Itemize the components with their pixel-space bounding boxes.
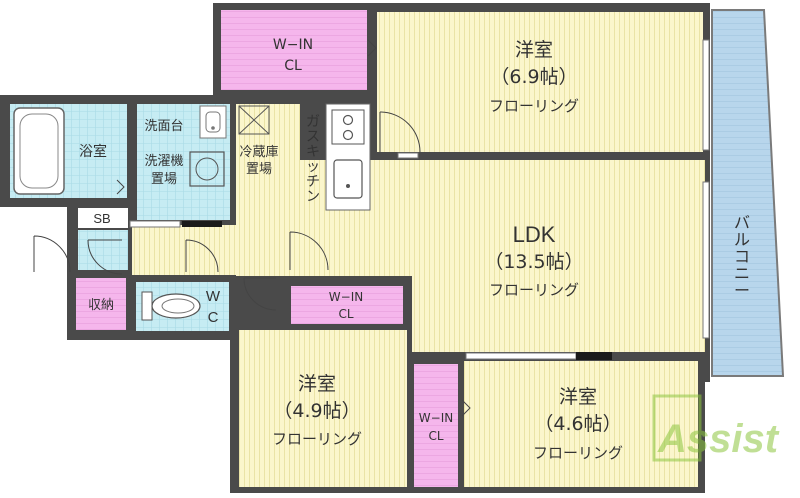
wc-line2: C xyxy=(208,309,219,326)
bedroom1-name: 洋室 xyxy=(515,39,553,61)
ldk-name: LDK xyxy=(513,222,556,247)
bedroom2-size: （4.9帖） xyxy=(273,400,360,422)
gas-kitchen-char: ッ xyxy=(306,159,320,175)
bedroom1-size: （6.9帖） xyxy=(490,66,577,88)
bedroom1-floor: フローリング xyxy=(489,97,579,115)
ldk-floor: フローリング xyxy=(489,281,579,299)
wic-top-line1: W−IN xyxy=(273,37,313,53)
balcony: バ ル コ ニ ー xyxy=(711,9,785,377)
wic-low-line1: W−IN xyxy=(419,411,453,425)
gas-kitchen-char: チ xyxy=(306,174,320,190)
sink-icon xyxy=(333,159,363,199)
washstand-label: 洗面台 xyxy=(144,119,183,134)
bedroom2-floor: フローリング xyxy=(272,430,362,448)
wic-mid-line1: W−IN xyxy=(329,290,363,304)
balcony-char: ー xyxy=(734,281,750,300)
shoe-box xyxy=(78,208,128,228)
wall-segment xyxy=(576,352,612,360)
gas-kitchen-char: ン xyxy=(306,189,320,205)
balcony-char: ル xyxy=(734,230,750,249)
balcony-char: コ xyxy=(734,247,750,266)
washer-line2: 置場 xyxy=(151,172,177,187)
washbasin-icon xyxy=(199,105,227,139)
fridge-line1: 冷蔵庫 xyxy=(239,145,278,160)
walk-in-closet-lower xyxy=(414,364,458,487)
balcony-char: ニ xyxy=(734,264,750,283)
wic-top-line2: CL xyxy=(284,58,302,74)
walk-in-closet-middle xyxy=(291,286,403,324)
hallway xyxy=(132,225,302,275)
bedroom3-name: 洋室 xyxy=(559,386,597,408)
gas-kitchen-char: キ xyxy=(306,144,320,160)
walk-in-closet-top xyxy=(221,10,367,90)
wall-segment xyxy=(182,221,222,227)
fridge-icon xyxy=(238,105,270,135)
gas-kitchen-char: ガ xyxy=(306,114,320,130)
fridge-space xyxy=(236,104,300,220)
balcony-char: バ xyxy=(734,213,750,232)
wic-low-line2: CL xyxy=(428,429,443,443)
gas-stove-icon xyxy=(331,109,365,145)
bedroom3-floor: フローリング xyxy=(533,444,623,462)
wic-mid-line2: CL xyxy=(338,307,353,321)
washer-line1: 洗濯機 xyxy=(144,154,183,169)
gas-kitchen-char: ス xyxy=(306,129,320,145)
entrance xyxy=(78,230,128,270)
storage-closet xyxy=(76,278,126,330)
shoe-box-label: SB xyxy=(93,211,110,226)
bedroom2-name: 洋室 xyxy=(298,373,336,395)
wc-line1: W xyxy=(206,288,221,305)
bath-label: 浴室 xyxy=(79,143,107,160)
washing-machine-icon xyxy=(189,151,225,187)
fridge-line2: 置場 xyxy=(246,162,272,177)
ldk-size: （13.5帖） xyxy=(484,251,583,273)
bathtub-icon xyxy=(13,107,65,195)
assist-logo: Assist xyxy=(652,394,780,462)
doors xyxy=(33,39,471,417)
bedroom-6-9 xyxy=(377,12,703,152)
logo-text: Assist xyxy=(657,417,780,461)
bedroom3-size: （4.6帖） xyxy=(534,413,621,435)
storage-label: 収納 xyxy=(88,298,114,313)
bedroom-4-6 xyxy=(464,361,698,487)
bedroom-4-9 xyxy=(239,330,407,487)
toilet-icon xyxy=(141,291,201,321)
